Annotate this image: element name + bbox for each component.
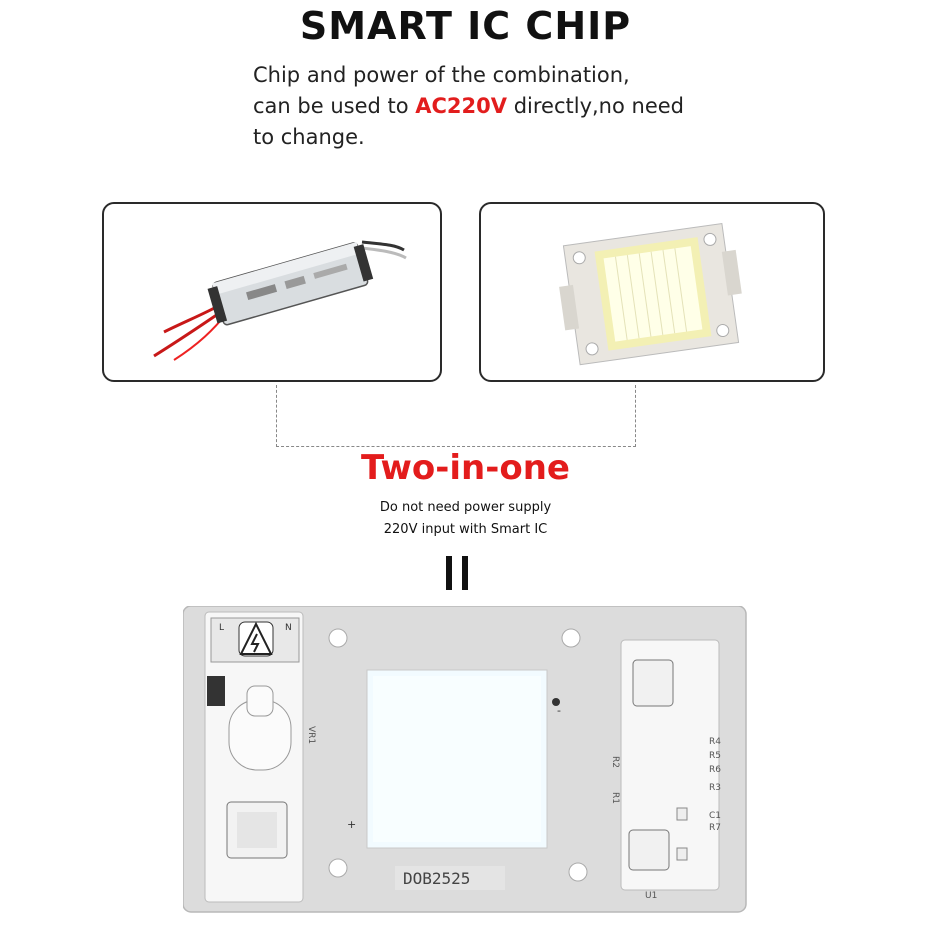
- description-line-2: can be used to AC220V directly,no need: [253, 91, 813, 122]
- smart-ic-note: 220V input with Smart IC: [383, 522, 548, 537]
- no-power-supply-note: Do not need power supply: [379, 500, 552, 515]
- label-l: L: [219, 623, 224, 633]
- description-line-1: Chip and power of the combination,: [253, 63, 630, 87]
- description-line-2-post: directly,no need: [507, 94, 684, 118]
- label-r5: R5: [709, 751, 721, 761]
- description: Chip and power of the combination, can b…: [253, 60, 813, 153]
- label-r2: R2: [610, 756, 620, 768]
- model-number: DOB2525: [403, 869, 470, 888]
- label-plus: +: [347, 818, 356, 831]
- label-r6: R6: [709, 765, 721, 775]
- equals-sign-icon: [443, 556, 471, 590]
- cob-board-image: L N VR1 + - DOB2525 R2 R1 R4 R5 R6 R3 C1…: [183, 606, 747, 913]
- label-r4: R4: [709, 737, 721, 747]
- two-in-one-headline: Two-in-one: [361, 448, 570, 488]
- page-title: SMART IC CHIP: [299, 4, 632, 48]
- power-supply-panel: [102, 202, 442, 382]
- high-voltage-warning-icon: [239, 621, 273, 655]
- combination-connector: [276, 385, 636, 447]
- label-r7: R7: [709, 823, 721, 833]
- label-u1: U1: [645, 891, 657, 901]
- led-chip-image: [559, 223, 742, 366]
- power-supply-image: [153, 240, 407, 361]
- description-line-3: to change.: [253, 125, 365, 149]
- led-chip-panel: [479, 202, 825, 382]
- label-vr1: VR1: [306, 726, 316, 744]
- label-r1: R1: [610, 792, 620, 804]
- label-c1: C1: [709, 811, 721, 821]
- description-line-2-pre: can be used to: [253, 94, 416, 118]
- label-minus: -: [557, 704, 561, 717]
- voltage-highlight: AC220V: [415, 94, 508, 118]
- label-n: N: [285, 623, 292, 633]
- label-r3: R3: [709, 783, 721, 793]
